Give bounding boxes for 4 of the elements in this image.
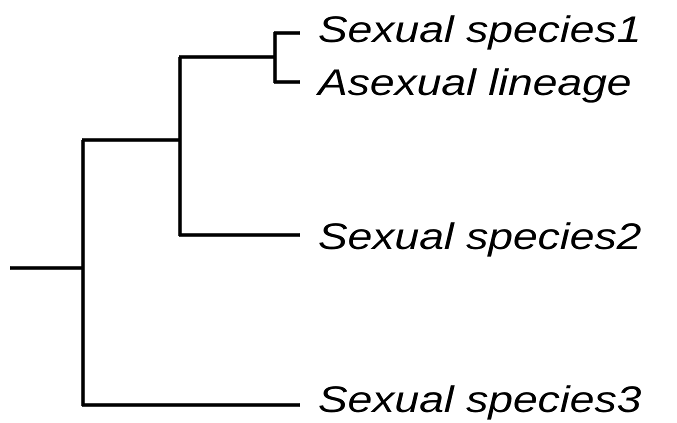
species-label: Sexual species2 <box>318 217 642 257</box>
species-label: Sexual species1 <box>318 10 642 50</box>
species-label: Asexual lineage <box>318 63 632 103</box>
species-label: Sexual species3 <box>318 380 642 420</box>
